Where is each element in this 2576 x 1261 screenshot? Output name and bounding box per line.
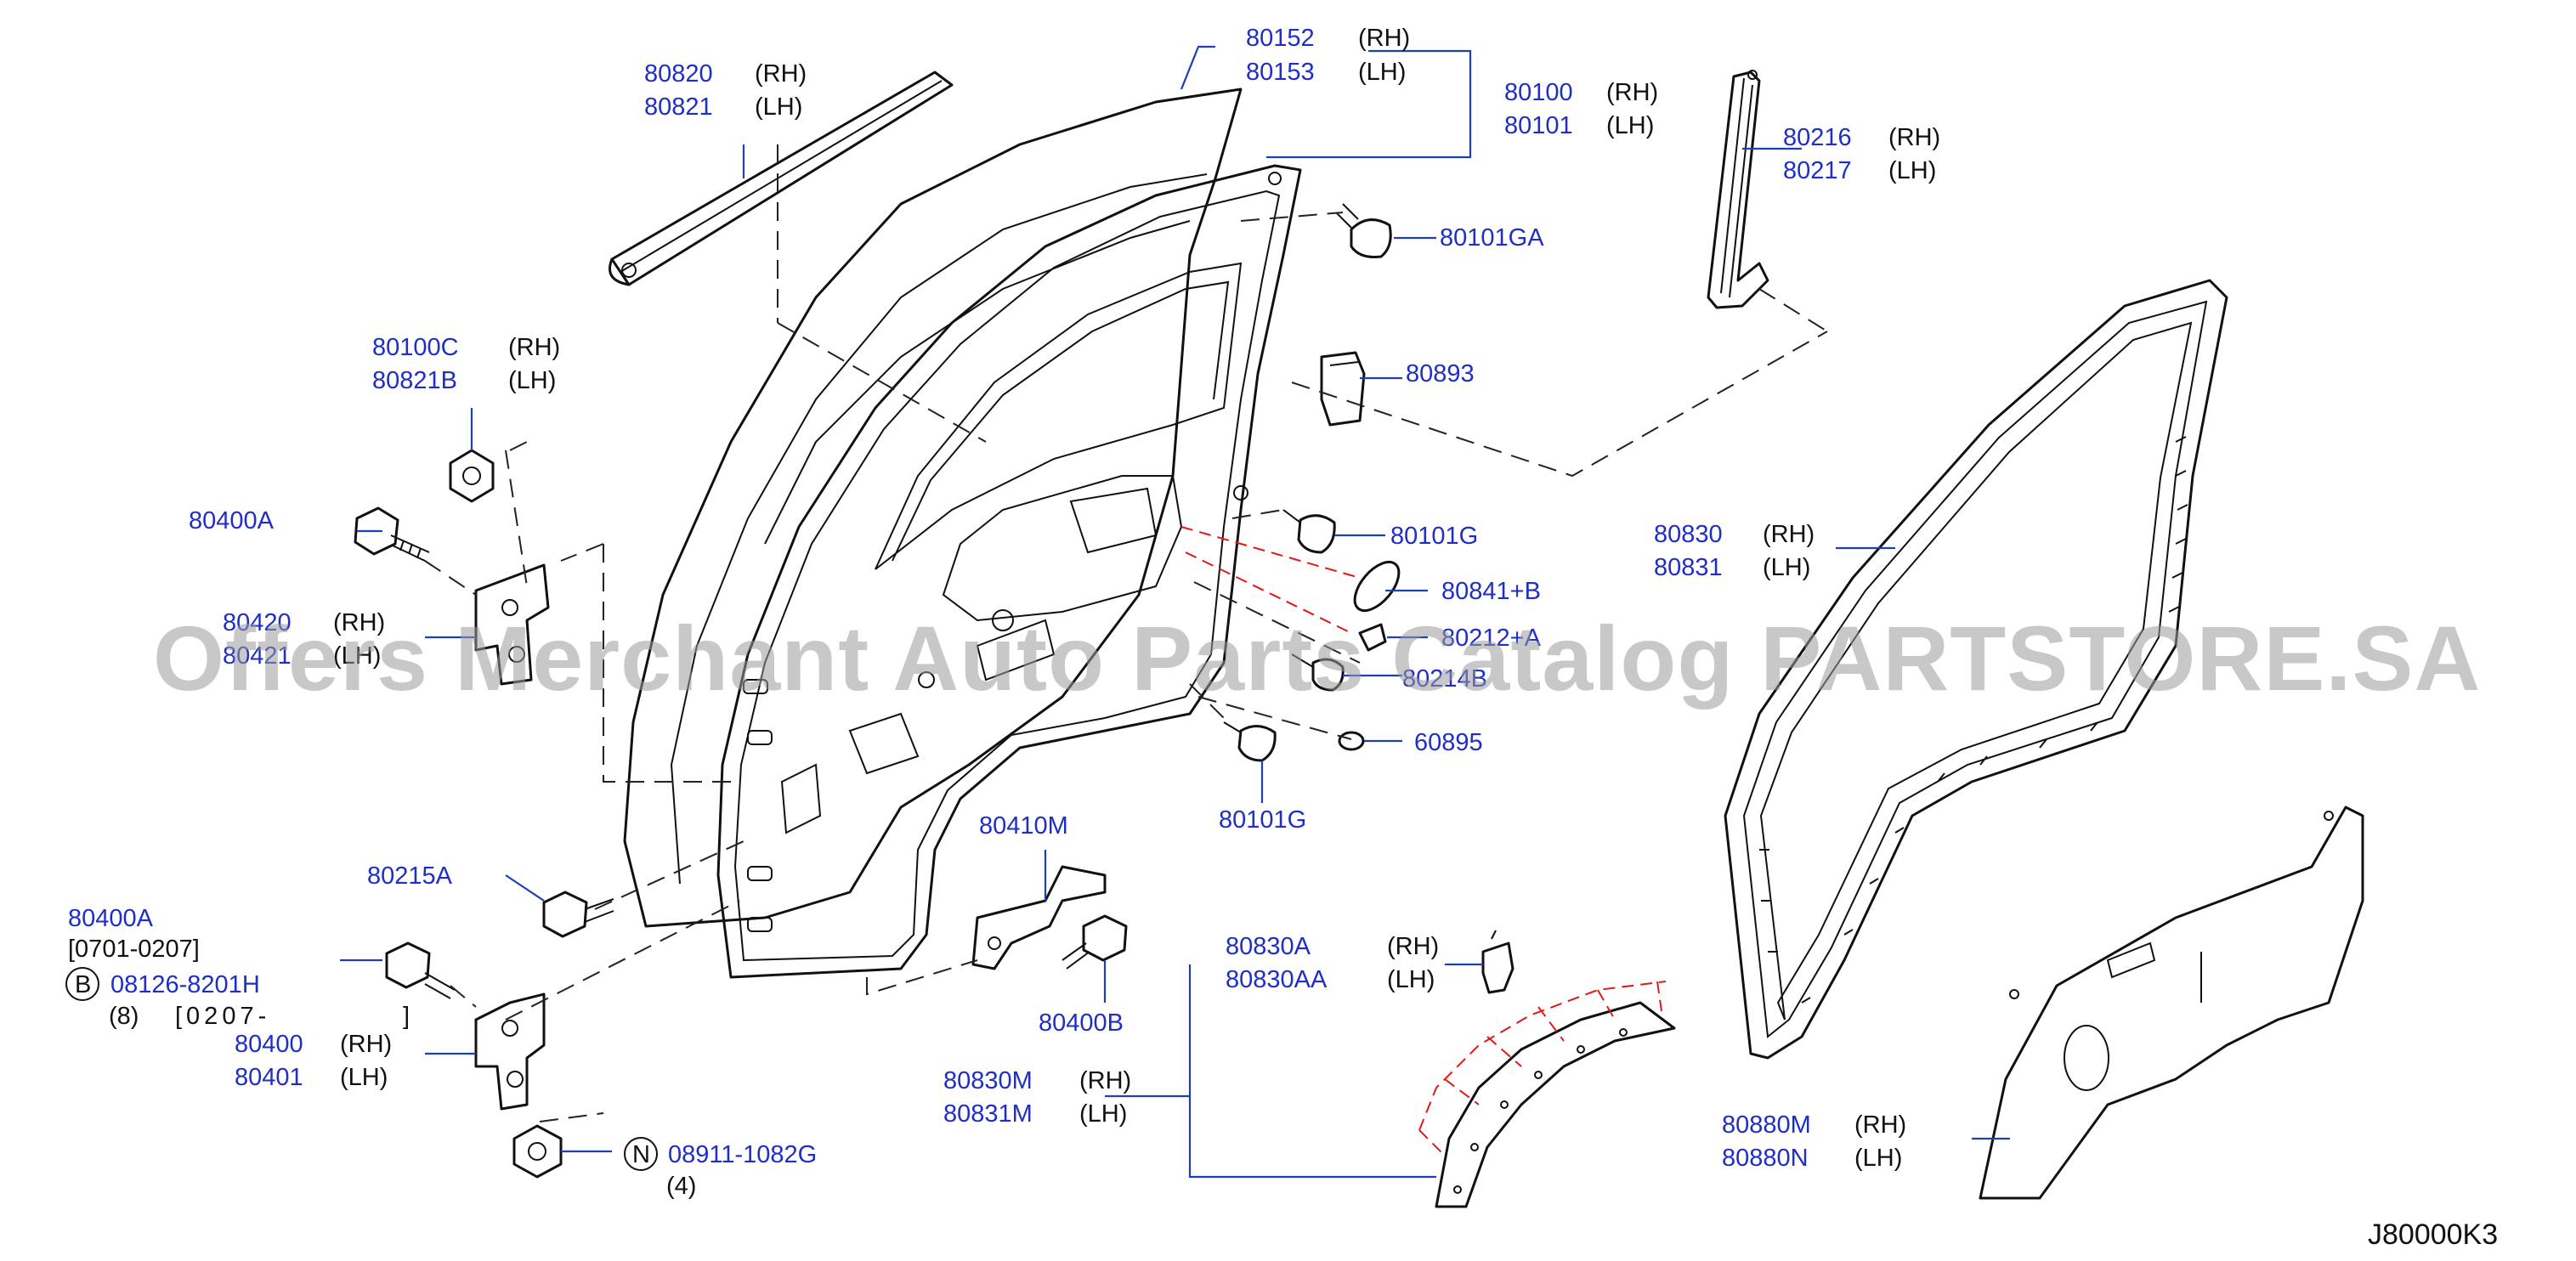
label-60895: 60895	[1414, 729, 1483, 756]
grommet-80841	[1353, 561, 1401, 612]
leader-lines	[340, 45, 2010, 1179]
label-80152: 80152	[1246, 25, 1315, 52]
clip-80830A	[1481, 930, 1514, 994]
label-80101G-lower: 80101G	[1219, 806, 1306, 834]
label-80821B-lh: (LH)	[508, 367, 556, 394]
label-80400: 80400	[235, 1031, 303, 1058]
label-80841B: 80841+B	[1441, 578, 1541, 605]
door-check-link	[971, 865, 1107, 970]
label-08911: 08911-1082G	[668, 1141, 817, 1168]
label-80831-lh: (LH)	[1763, 554, 1810, 581]
label-range-0701: [0701-0207]	[68, 936, 200, 963]
label-80821: 80821	[644, 93, 713, 121]
label-80421-lh: (LH)	[333, 642, 381, 670]
label-80215A: 80215A	[367, 862, 453, 890]
label-80217: 80217	[1783, 157, 1852, 184]
upper-door-hinge	[474, 563, 550, 686]
label-80821-lh: (LH)	[755, 93, 802, 121]
label-80830M: 80830M	[943, 1067, 1033, 1094]
label-80152-rh: (RH)	[1358, 25, 1410, 52]
label-80101-lh: (LH)	[1606, 112, 1654, 139]
dashed-guide-lines	[424, 144, 1828, 1156]
label-qty8: (8)	[109, 1003, 139, 1030]
door-sash-moulding	[609, 71, 954, 286]
label-80216-rh: (RH)	[1888, 124, 1940, 151]
lower-door-hinge	[474, 992, 546, 1111]
label-80820-rh: (RH)	[755, 60, 807, 88]
callouts: 80820 (RH) 80821 (LH) 80152 (RH) 80153 (…	[65, 25, 1940, 1200]
label-80820: 80820	[644, 60, 713, 88]
label-08126: 08126-8201H	[110, 971, 260, 998]
label-80153: 80153	[1246, 59, 1315, 86]
clip-80101G-lower	[1223, 721, 1277, 762]
label-80400B: 80400B	[1039, 1009, 1124, 1037]
label-80401-lh: (LH)	[340, 1064, 388, 1091]
badge-b: B	[75, 971, 91, 998]
label-80212A: 80212+A	[1441, 625, 1542, 652]
label-qty4: (4)	[666, 1173, 696, 1200]
plug-60895	[1338, 731, 1365, 751]
clip-80214B	[1291, 653, 1345, 692]
label-80893: 80893	[1406, 360, 1475, 387]
label-80101G-upper: 80101G	[1390, 523, 1478, 550]
door-wheel-arch-moulding	[1435, 1001, 1676, 1208]
label-80400A: 80400A	[189, 507, 275, 534]
label-80214B: 80214B	[1402, 665, 1487, 693]
label-80153-lh: (LH)	[1358, 59, 1406, 86]
label-80101GA: 80101GA	[1440, 224, 1544, 252]
label-80410M: 80410M	[979, 812, 1068, 840]
label-80880N-lh: (LH)	[1854, 1145, 1902, 1172]
label-80830-rh: (RH)	[1763, 521, 1815, 548]
label-80880M: 80880M	[1722, 1111, 1811, 1139]
label-80830A-rh: (RH)	[1387, 933, 1439, 960]
door-trim-sealing-screen	[1979, 806, 2364, 1200]
label-80831M-lh: (LH)	[1079, 1100, 1127, 1128]
label-80830AA: 80830AA	[1226, 966, 1328, 993]
bolt-80400A	[354, 506, 430, 562]
label-80831: 80831	[1654, 554, 1723, 581]
weatherstrip-80216	[1707, 70, 1769, 309]
label-80821B: 80821B	[372, 367, 457, 394]
badge-n-circle	[624, 1137, 658, 1171]
label-80420-rh: (RH)	[333, 609, 385, 636]
nut-80100C	[449, 449, 495, 503]
label-range-end: ]	[403, 1003, 410, 1030]
label-80830A: 80830A	[1226, 933, 1311, 960]
label-80100C-rh: (RH)	[508, 334, 560, 361]
label-80831M: 80831M	[943, 1100, 1033, 1128]
label-80880M-rh: (RH)	[1854, 1111, 1906, 1139]
clip-80101G-upper	[1282, 509, 1336, 554]
label-80830M-rh: (RH)	[1079, 1067, 1131, 1094]
badge-b-circle	[65, 967, 99, 1001]
plug-80212	[1358, 623, 1387, 652]
label-80420: 80420	[223, 609, 292, 636]
label-80101: 80101	[1504, 112, 1573, 139]
label-80400-rh: (RH)	[340, 1031, 392, 1058]
clip-80101GA	[1335, 203, 1392, 258]
label-80830AA-lh: (LH)	[1387, 966, 1435, 993]
bolt-80215A	[542, 891, 614, 938]
label-80421: 80421	[223, 642, 292, 670]
label-80880N: 80880N	[1722, 1145, 1809, 1172]
bolt-80400A-lower	[385, 942, 456, 999]
nut-08911	[512, 1124, 563, 1179]
label-80100C: 80100C	[372, 334, 459, 361]
bolt-80400B	[1062, 914, 1128, 970]
clip-80893	[1320, 351, 1366, 427]
label-80216: 80216	[1783, 124, 1852, 151]
door-panel-assembly	[623, 88, 1302, 979]
door-weatherstrip-80830	[1724, 279, 2228, 1060]
label-80100: 80100	[1504, 79, 1573, 106]
label-80100-rh: (RH)	[1606, 79, 1658, 106]
label-80401: 80401	[235, 1064, 303, 1091]
label-range-0207: [0207-	[175, 1003, 270, 1030]
label-80400A-lower: 80400A	[68, 905, 154, 932]
diagram-code: J80000K3	[2368, 1219, 2498, 1251]
label-80830: 80830	[1654, 521, 1723, 548]
watermark: Offers Merchant Auto Parts Catalog PARTS…	[153, 607, 2481, 710]
label-80217-lh: (LH)	[1888, 157, 1936, 184]
badge-n: N	[632, 1141, 650, 1168]
